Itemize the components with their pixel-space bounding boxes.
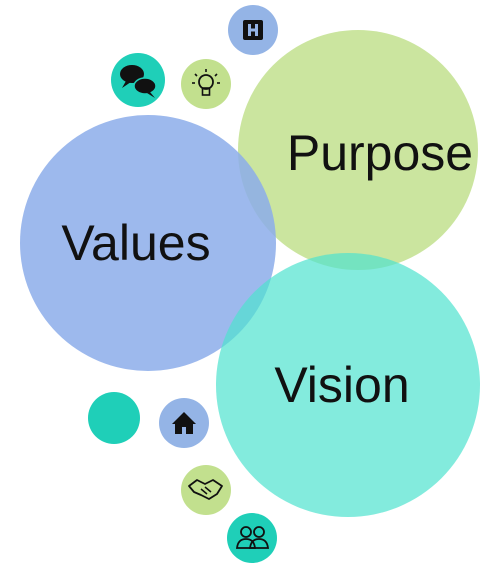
purpose-circle [238,30,478,270]
hospital-icon [228,5,278,55]
handshake-icon [181,465,231,515]
home-icon [159,398,209,448]
vision-label: Vision [274,357,409,413]
plain-dot [88,392,140,444]
values-label: Values [61,215,210,271]
chat-bubbles-icon [111,53,165,107]
vision-circle [216,253,480,517]
people-icon [227,513,277,563]
purpose-label: Purpose [287,125,473,181]
values-circle [20,115,276,371]
lightbulb-icon [181,59,231,109]
